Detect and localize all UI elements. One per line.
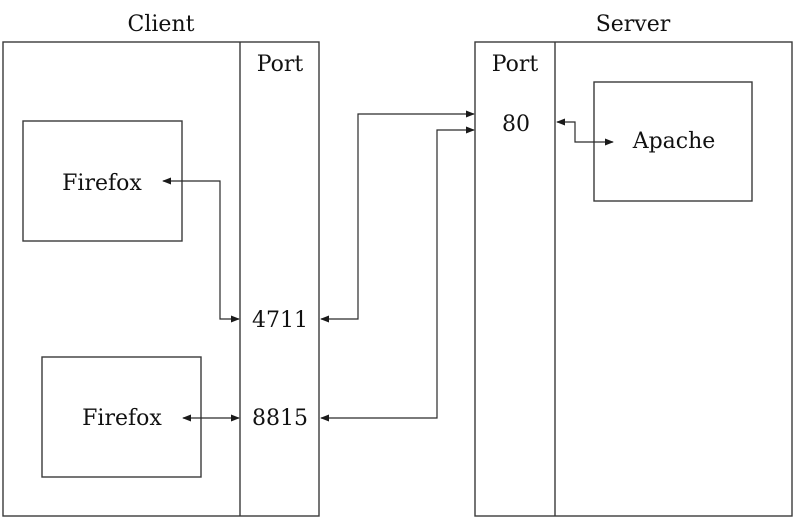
- server-port-80: 80: [502, 112, 530, 137]
- client-title: Client: [128, 12, 195, 37]
- client-app-box-2: [41, 356, 202, 478]
- server-app-box: [593, 81, 753, 202]
- server-app-label: Apache: [632, 129, 716, 154]
- client-port-header: Port: [257, 52, 304, 77]
- client-port-8815: 8815: [252, 406, 308, 431]
- client-app-box-1: [22, 120, 183, 242]
- server-port-header: Port: [492, 52, 539, 77]
- client-port-4711: 4711: [252, 308, 308, 333]
- arrow-port-80-to-apache: [556, 118, 614, 146]
- arrow-firefox1-to-port-4711: [162, 177, 240, 323]
- arrow-port-8815-to-port-80: [320, 126, 475, 422]
- client-app-label-1: Firefox: [62, 171, 142, 196]
- arrow-port-4711-to-port-80: [320, 110, 475, 323]
- client-app-label-2: Firefox: [82, 406, 162, 431]
- server-title: Server: [596, 12, 671, 37]
